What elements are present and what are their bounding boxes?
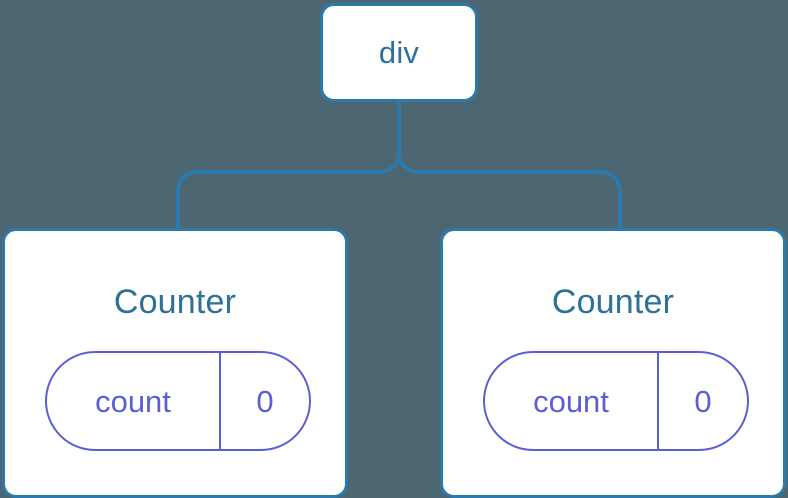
connector-branch-right — [397, 148, 622, 230]
node-counter-right-label: Counter — [551, 283, 675, 321]
state-value-left: 0 — [256, 383, 274, 419]
node-div-label: div — [378, 34, 420, 70]
node-counter-right[interactable]: Counter count 0 — [440, 228, 786, 498]
state-capsule-right[interactable]: count 0 — [483, 351, 749, 451]
node-counter-left-label: Counter — [113, 283, 237, 321]
state-value-right: 0 — [694, 383, 712, 419]
state-key-cell-right: count — [485, 353, 659, 449]
state-value-cell-left: 0 — [221, 353, 309, 449]
node-div[interactable]: div — [320, 3, 478, 102]
state-capsule-left[interactable]: count 0 — [45, 351, 311, 451]
state-key-left: count — [95, 383, 171, 419]
node-counter-left[interactable]: Counter count 0 — [2, 228, 348, 498]
connector-branch-left — [176, 148, 401, 230]
state-key-cell-left: count — [47, 353, 221, 449]
state-value-cell-right: 0 — [659, 353, 747, 449]
state-key-right: count — [533, 383, 609, 419]
